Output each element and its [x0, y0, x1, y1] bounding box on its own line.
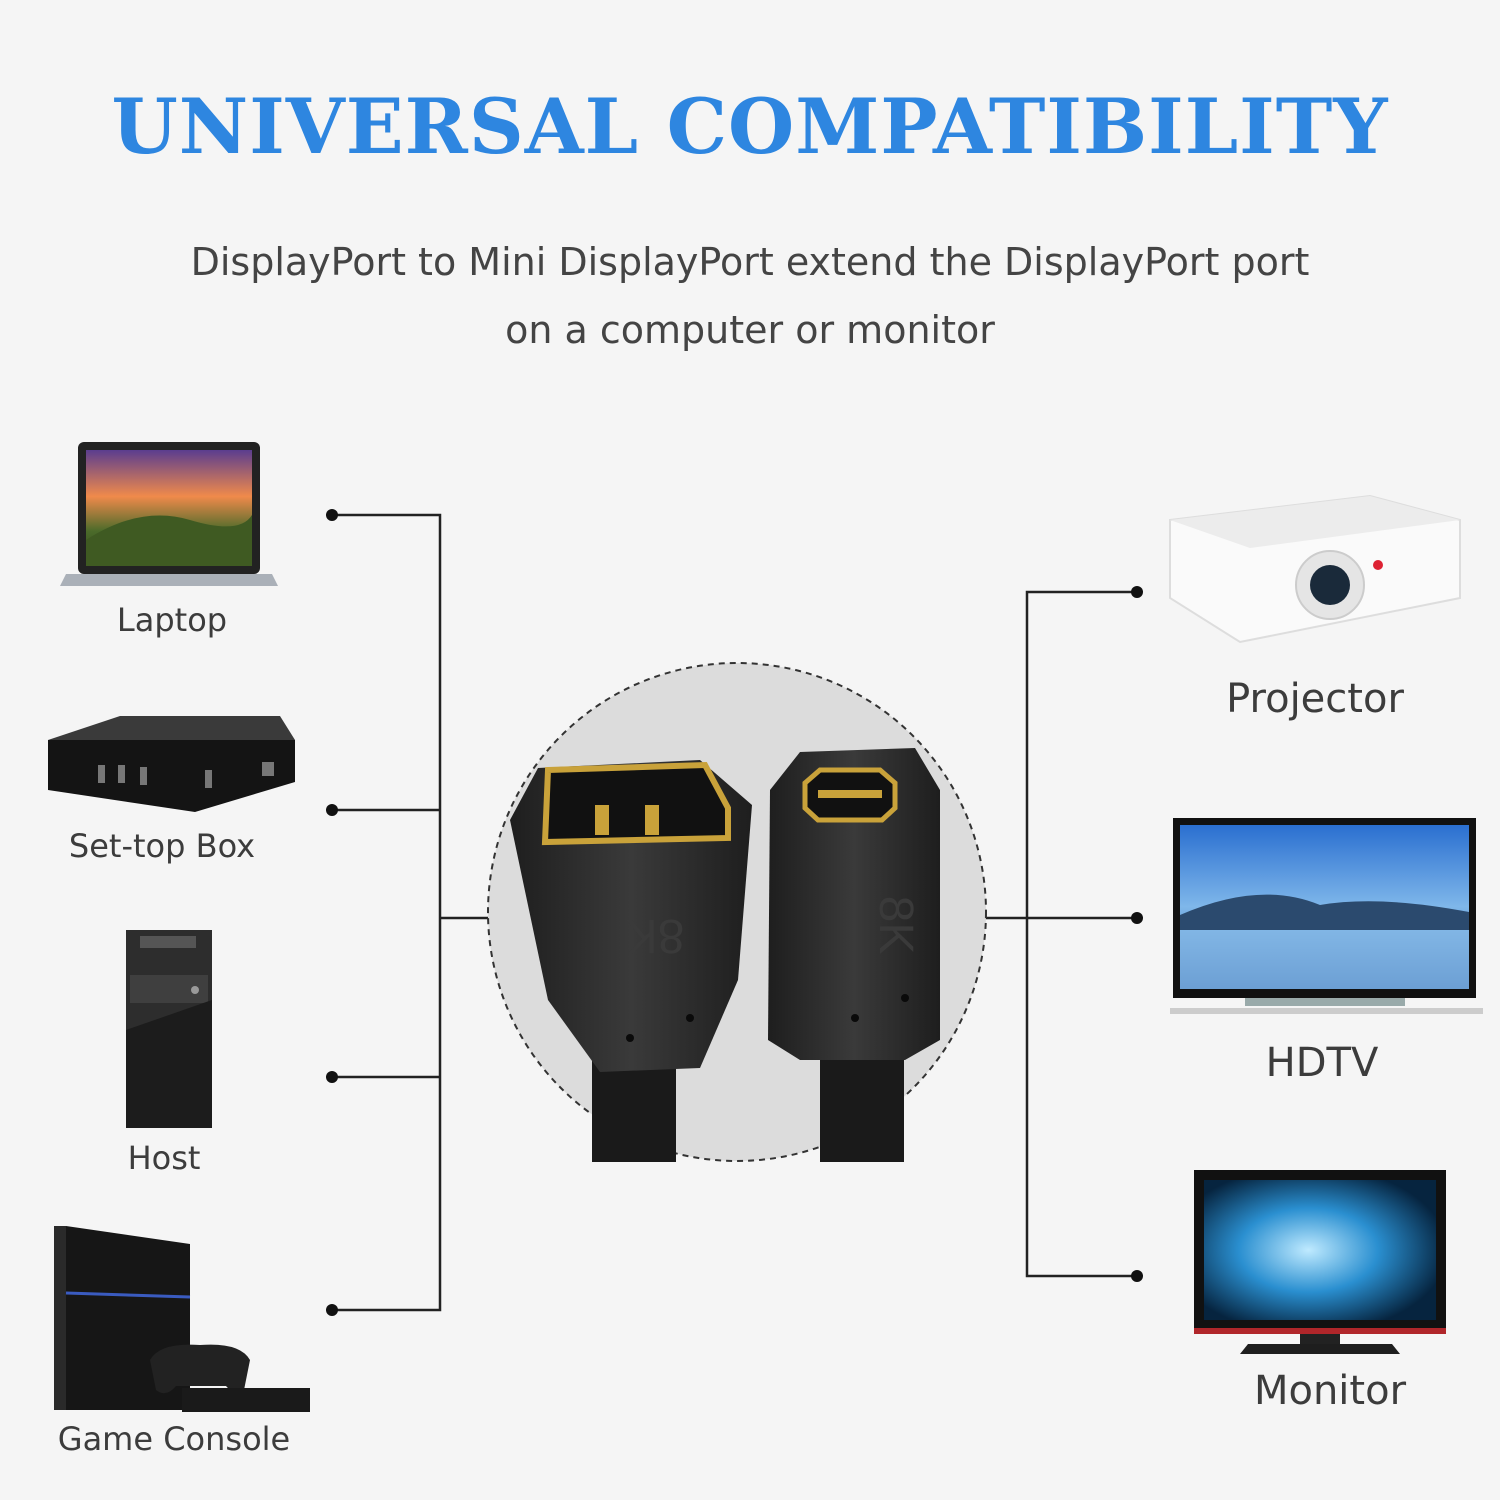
desktop-tower-icon [126, 930, 212, 1128]
mdp-8k-badge: 8K [869, 896, 922, 955]
subtitle-line-1: DisplayPort to Mini DisplayPort extend t… [190, 240, 1310, 284]
device-label-hdtv: HDTV [1265, 1040, 1379, 1086]
projector-icon [1169, 494, 1461, 644]
device-label-set-top-box: Set-top Box [68, 827, 256, 865]
game-console-icon [54, 1226, 310, 1412]
hdtv-icon [1170, 818, 1483, 1014]
mini-displayport-connector: 8K [768, 748, 940, 1060]
device-label-laptop: Laptop [116, 601, 228, 639]
adapter-illustration: 8K 8K [487, 662, 987, 1162]
monitor-icon [1194, 1170, 1446, 1354]
page-title: UNIVERSAL COMPATIBILITY [111, 82, 1389, 171]
device-label-projector: Projector [1226, 676, 1404, 722]
set-top-box-icon [48, 716, 295, 812]
subtitle-line-2: on a computer or monitor [505, 308, 995, 352]
right-connector-dots [1131, 586, 1143, 1282]
left-connector-dots [326, 509, 338, 1316]
displayport-connector: 8K [510, 760, 752, 1072]
laptop-icon [60, 442, 278, 586]
page-subtitle: DisplayPort to Mini DisplayPort extend t… [0, 228, 1500, 364]
right-connector-lines [985, 590, 1137, 1278]
device-label-monitor: Monitor [1253, 1368, 1407, 1414]
device-label-game-console: Game Console [57, 1420, 291, 1458]
dp-8k-badge: 8K [626, 909, 685, 962]
left-connector-lines [332, 513, 488, 1312]
device-label-host: Host [127, 1139, 201, 1177]
